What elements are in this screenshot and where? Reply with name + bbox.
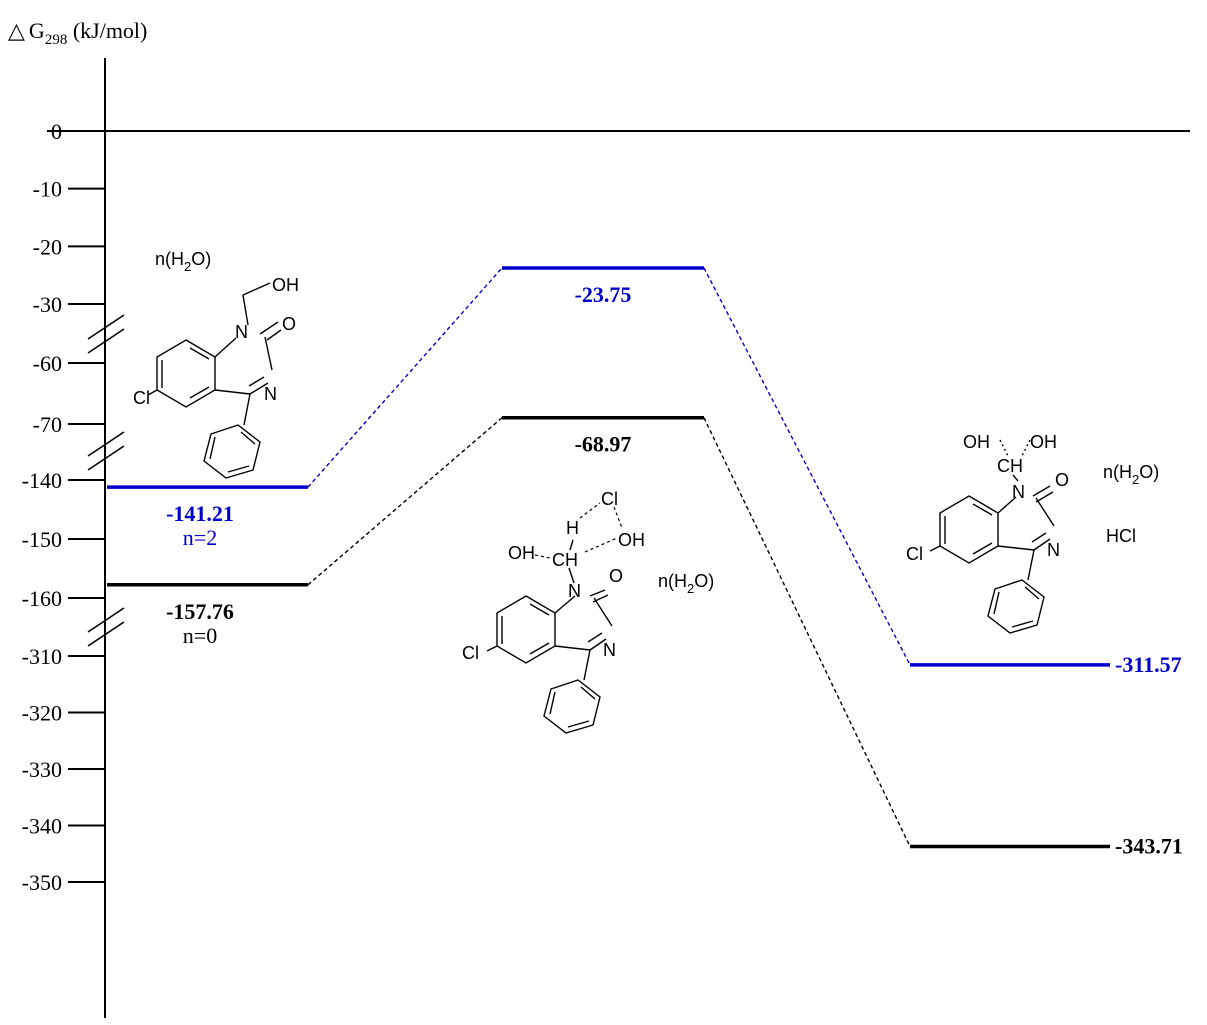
y-axis-title: △G298 (kJ/mol)	[8, 18, 147, 48]
axis-break-mark	[87, 328, 125, 354]
ts-dashed-bonds	[534, 502, 623, 559]
reactant-bonds	[147, 282, 282, 479]
ts-oh-left: OH	[508, 543, 535, 563]
energy-level-label: -157.76	[166, 599, 234, 624]
ts-oh-right: OH	[618, 530, 645, 550]
y-tick-label: -140	[22, 468, 62, 493]
axis-break-mark	[87, 607, 125, 633]
y-tick-label: -340	[22, 814, 62, 839]
ts-cl-top: Cl	[601, 489, 618, 509]
ts-h: H	[566, 518, 579, 538]
axis-break-mark	[87, 314, 125, 340]
product-cl: Cl	[906, 544, 923, 564]
energy-level-sublabel: n=2	[183, 525, 217, 550]
ts-ch: CH	[552, 550, 578, 570]
product-solvent-label: n(H2O)	[1103, 462, 1159, 487]
reactant-cl: Cl	[133, 388, 150, 408]
y-tick-label: -30	[33, 292, 62, 317]
y-ticks: 0 -10 -20 -30 -60 -70 -140 -150 -160 -310 -320 -330…	[22, 119, 105, 895]
energy-level-label: -343.71	[1115, 833, 1183, 858]
y-tick-label: -320	[22, 701, 62, 726]
reactant-oh: OH	[272, 275, 299, 295]
y-tick-label: -330	[22, 757, 62, 782]
reactant-n2: N	[264, 384, 277, 404]
energy-level-sublabel: n=0	[183, 623, 217, 648]
reactant-n1: N	[235, 322, 248, 342]
ts-cl: Cl	[462, 643, 479, 663]
transition-state-structure: Cl H OH CH OH n(H2O)	[462, 489, 714, 734]
product-hcl: HCl	[1106, 526, 1136, 546]
y-tick-label: -350	[22, 870, 62, 895]
level-connector	[703, 267, 911, 666]
product-n1: N	[1012, 482, 1025, 502]
ts-solvent-label: n(H2O)	[658, 571, 714, 596]
reactant-solvent-label: n(H2O)	[155, 249, 211, 274]
energy-level-label: -23.75	[575, 282, 632, 307]
product-oh-left: OH	[963, 432, 990, 452]
axis-break-mark	[87, 431, 125, 457]
product-n2: N	[1047, 540, 1060, 560]
product-structure: OH OH CH n(H2O) HCl	[906, 432, 1159, 634]
reactant-structure: n(H2O) OH O N N Cl	[133, 249, 299, 479]
energy-level-label: -311.57	[1115, 652, 1182, 677]
product-o: O	[1055, 470, 1069, 490]
y-tick-label: -10	[33, 177, 62, 202]
y-tick-label: -20	[33, 234, 62, 259]
energy-level-label: -141.21	[166, 501, 234, 526]
y-tick-label: -150	[22, 527, 62, 552]
y-tick-label: -60	[33, 351, 62, 376]
product-oh-right: OH	[1030, 432, 1057, 452]
axis-breaks	[87, 314, 125, 647]
y-tick-label: -70	[33, 412, 62, 437]
product-ch: CH	[997, 456, 1023, 476]
ts-bonds	[486, 539, 613, 734]
ts-n2: N	[603, 640, 616, 660]
level-connector	[703, 417, 911, 847]
axis-break-mark	[87, 445, 125, 471]
level-connector	[307, 267, 503, 488]
y-tick-label: 0	[51, 119, 62, 144]
reactant-o: O	[282, 314, 296, 334]
ts-n1: N	[568, 581, 581, 601]
product-bonds	[929, 439, 1055, 634]
ts-o: O	[609, 566, 623, 586]
energy-level-label: -68.97	[575, 432, 632, 457]
y-tick-label: -310	[22, 644, 62, 669]
energy-levels: -141.21n=2 -23.75 -311.57 -157.76n=0 -68.97 -…	[107, 266, 1183, 858]
level-connector	[307, 417, 503, 586]
y-tick-label: -160	[22, 586, 62, 611]
axis-break-mark	[87, 621, 125, 647]
